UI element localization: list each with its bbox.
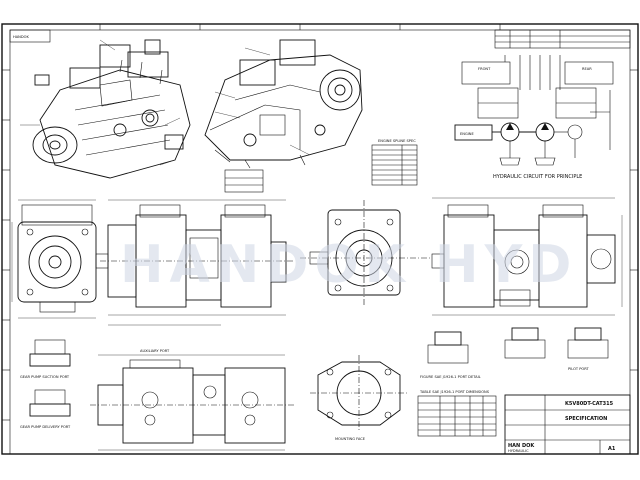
- zone-marks: [2, 24, 638, 421]
- circuit-front-label: FRONT: [478, 67, 491, 71]
- logo-text: HANDOK: [13, 35, 29, 39]
- bottom-side-view: [90, 359, 295, 444]
- circuit-caption: HYDRAULIC CIRCUIT FOR PRINCIPLE: [493, 174, 582, 180]
- gear-pump-delivery-detail: [29, 389, 71, 417]
- logo-box: HANDOK: [9, 29, 51, 43]
- gear-pump-delivery-label: GEAR PUMP DELIVERY PORT: [20, 425, 71, 429]
- iso2-leaders: [214, 47, 311, 156]
- side-view-dims: [108, 199, 286, 326]
- title-doc-type: SPECIFICATION: [565, 416, 607, 422]
- side-view-right: [431, 204, 616, 308]
- figure-sae-label: FIGURE SAE J1926-1 PORT DETAIL: [420, 375, 481, 379]
- title-company-line1: HAN DOK: [508, 443, 535, 449]
- end-view-center: [300, 200, 430, 305]
- isometric-pump-view-1: [32, 39, 191, 179]
- title-company-line2: HYDRAULIC: [508, 449, 529, 453]
- side-view-right-dims: [432, 197, 623, 316]
- revision-table: [494, 29, 631, 49]
- note-box: [224, 169, 264, 193]
- isometric-pump-view-2: [204, 39, 363, 169]
- sheet-border-inner: [9, 29, 631, 455]
- pilot-port-label: PILOT PORT: [568, 367, 589, 371]
- mounting-flange-view: [310, 355, 408, 432]
- mounting-face-label: MOUNTING FACE: [335, 437, 366, 441]
- pilot-port-detail-2: [567, 327, 609, 359]
- auxiliary-port-label: AUXILIARY PORT: [140, 349, 170, 353]
- port-dimension-table: TABLE SAE J1926-1 PORT DIMENSIONS: [417, 390, 497, 437]
- side-view-main: [95, 204, 295, 308]
- title-sheet: A1: [608, 446, 616, 452]
- sae-port-detail: [427, 331, 469, 364]
- spec-table-title: ENGINE SPLINE SPEC: [378, 139, 416, 143]
- watermark: HANDOK HYD: [120, 235, 577, 295]
- front-view-left: [17, 204, 97, 313]
- hydraulic-circuit: FRONT REAR ENGINE HYDRA: [454, 55, 614, 180]
- bottom-side-view-dims: [98, 354, 285, 451]
- port-dimension-table-title: TABLE SAE J1926-1 PORT DIMENSIONS: [419, 390, 490, 394]
- front-view-dims: [11, 199, 96, 319]
- engine-label: ENGINE: [460, 132, 474, 136]
- gear-pump-suction-detail: [29, 339, 71, 367]
- gear-pump-suction-label: GEAR PUMP SUCTION PORT: [20, 375, 70, 379]
- title-model: K5V80DT-CAT315: [565, 401, 614, 407]
- pilot-port-detail-1: [504, 327, 546, 359]
- iso1-leaders: [20, 39, 181, 166]
- circuit-rear-label: REAR: [582, 67, 592, 71]
- title-block: K5V80DT-CAT315 SPECIFICATION HAN DOK HYD…: [504, 394, 631, 455]
- engine-spline-spec-table: ENGINE SPLINE SPEC: [371, 139, 418, 186]
